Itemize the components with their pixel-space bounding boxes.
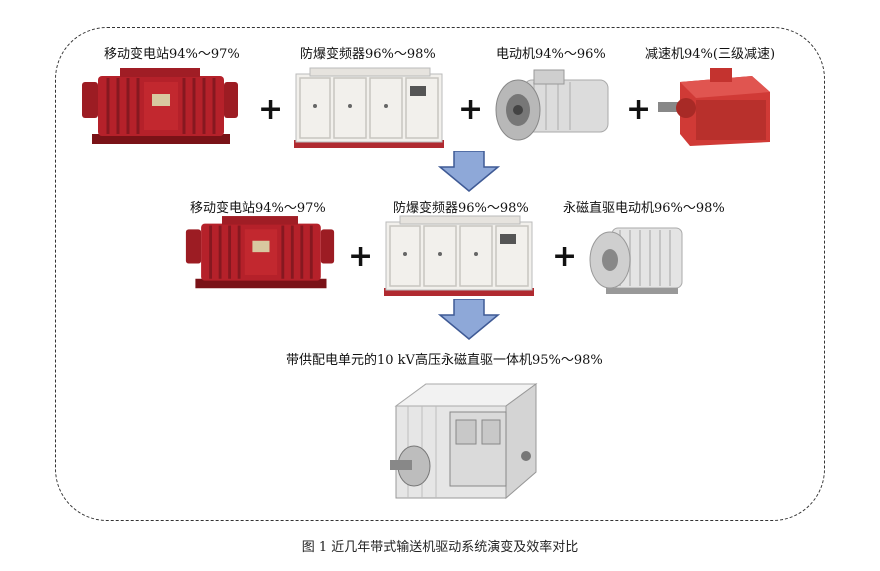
row1-motor-label: 电动机94%～96% xyxy=(496,43,606,62)
gear-reducer-image xyxy=(656,68,776,150)
motor-image xyxy=(494,66,612,150)
plus-icon: + xyxy=(458,95,483,125)
transformer-substation-image xyxy=(80,68,240,150)
transformer-substation-image xyxy=(184,214,336,296)
row1-reducer-label: 减速机94%(三级减速) xyxy=(645,43,775,62)
plus-icon: + xyxy=(552,242,577,272)
integrated-drive-unit-image xyxy=(386,376,542,504)
plus-icon: + xyxy=(258,95,283,125)
explosion-proof-inverter-image xyxy=(380,214,540,298)
arrow-down-icon xyxy=(438,299,500,341)
row3-integrated-unit-label: 带供配电单元的10 kV高压永磁直驱一体机95%～98% xyxy=(286,349,603,368)
arrow-down-icon xyxy=(438,151,500,193)
pm-direct-drive-motor-image xyxy=(586,216,686,298)
row1-inverter-label: 防爆变频器96%～98% xyxy=(300,43,436,62)
row2-pm-motor-label: 永磁直驱电动机96%～98% xyxy=(563,197,725,216)
plus-icon: + xyxy=(348,242,373,272)
plus-icon: + xyxy=(626,95,651,125)
figure-caption: 图 1 近几年带式输送机驱动系统演变及效率对比 xyxy=(0,536,880,555)
row1-transformer-label: 移动变电站94%～97% xyxy=(104,43,240,62)
explosion-proof-inverter-image xyxy=(290,66,450,150)
